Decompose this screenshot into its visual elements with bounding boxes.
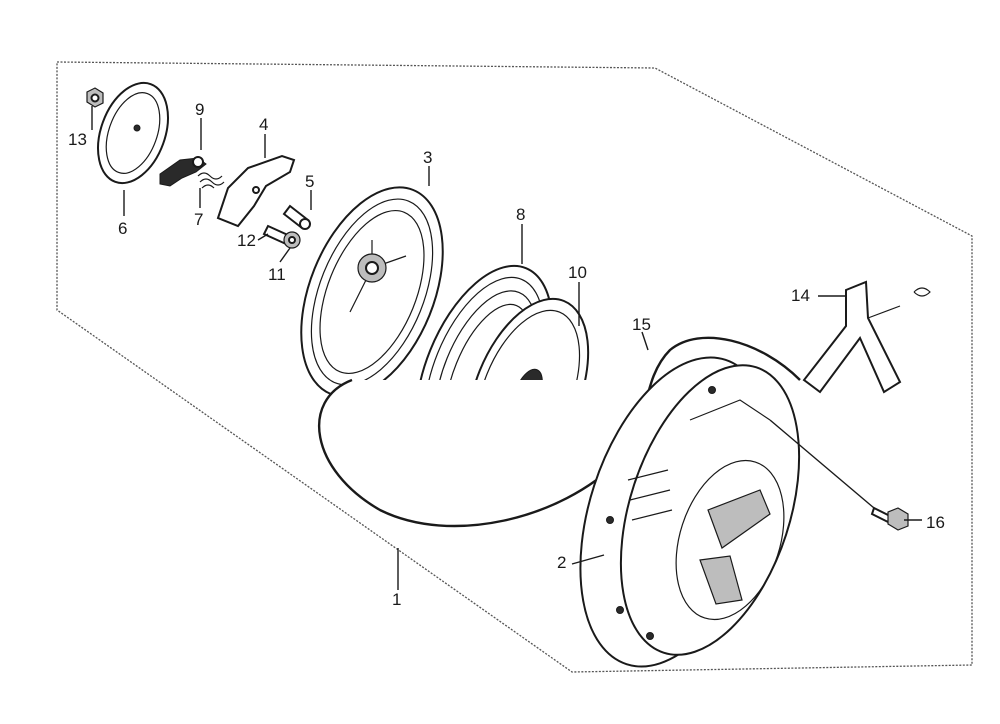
part-11-washer[interactable]	[283, 231, 301, 249]
callout-1: 1	[392, 590, 401, 609]
callout-3: 3	[423, 148, 432, 167]
callout-7: 7	[194, 210, 203, 229]
leader-lines	[91, 106, 922, 590]
callout-6: 6	[118, 219, 127, 238]
part-15-rope[interactable]	[318, 336, 801, 528]
part-5-pin[interactable]	[282, 204, 311, 230]
callout-12: 12	[237, 231, 256, 250]
callout-14: 14	[791, 286, 810, 305]
assembly-frame	[56, 61, 973, 673]
callout-2: 2	[557, 553, 566, 572]
part-16-bolt[interactable]	[870, 506, 909, 531]
part-13-nut[interactable]	[86, 87, 104, 108]
part-9-ratchet[interactable]	[159, 156, 207, 187]
callout-8: 8	[516, 205, 525, 224]
part-14-grip[interactable]	[802, 280, 931, 394]
part-4-friction-plate[interactable]	[216, 154, 296, 228]
callout-16: 16	[926, 513, 945, 532]
part-2-starter-case[interactable]	[545, 333, 833, 690]
callout-15: 15	[632, 315, 651, 334]
callout-4: 4	[259, 115, 268, 134]
callout-13: 13	[68, 130, 87, 149]
callout-10: 10	[568, 263, 587, 282]
part-6-plate[interactable]	[85, 73, 181, 193]
callout-labels: 1 2 3 4 5 6 7 8 9 10 11 12 13 14 15 16	[68, 100, 945, 609]
callout-11: 11	[268, 265, 286, 284]
callout-9: 9	[195, 100, 204, 119]
part-7-spring[interactable]	[197, 172, 225, 189]
callout-5: 5	[305, 172, 314, 191]
